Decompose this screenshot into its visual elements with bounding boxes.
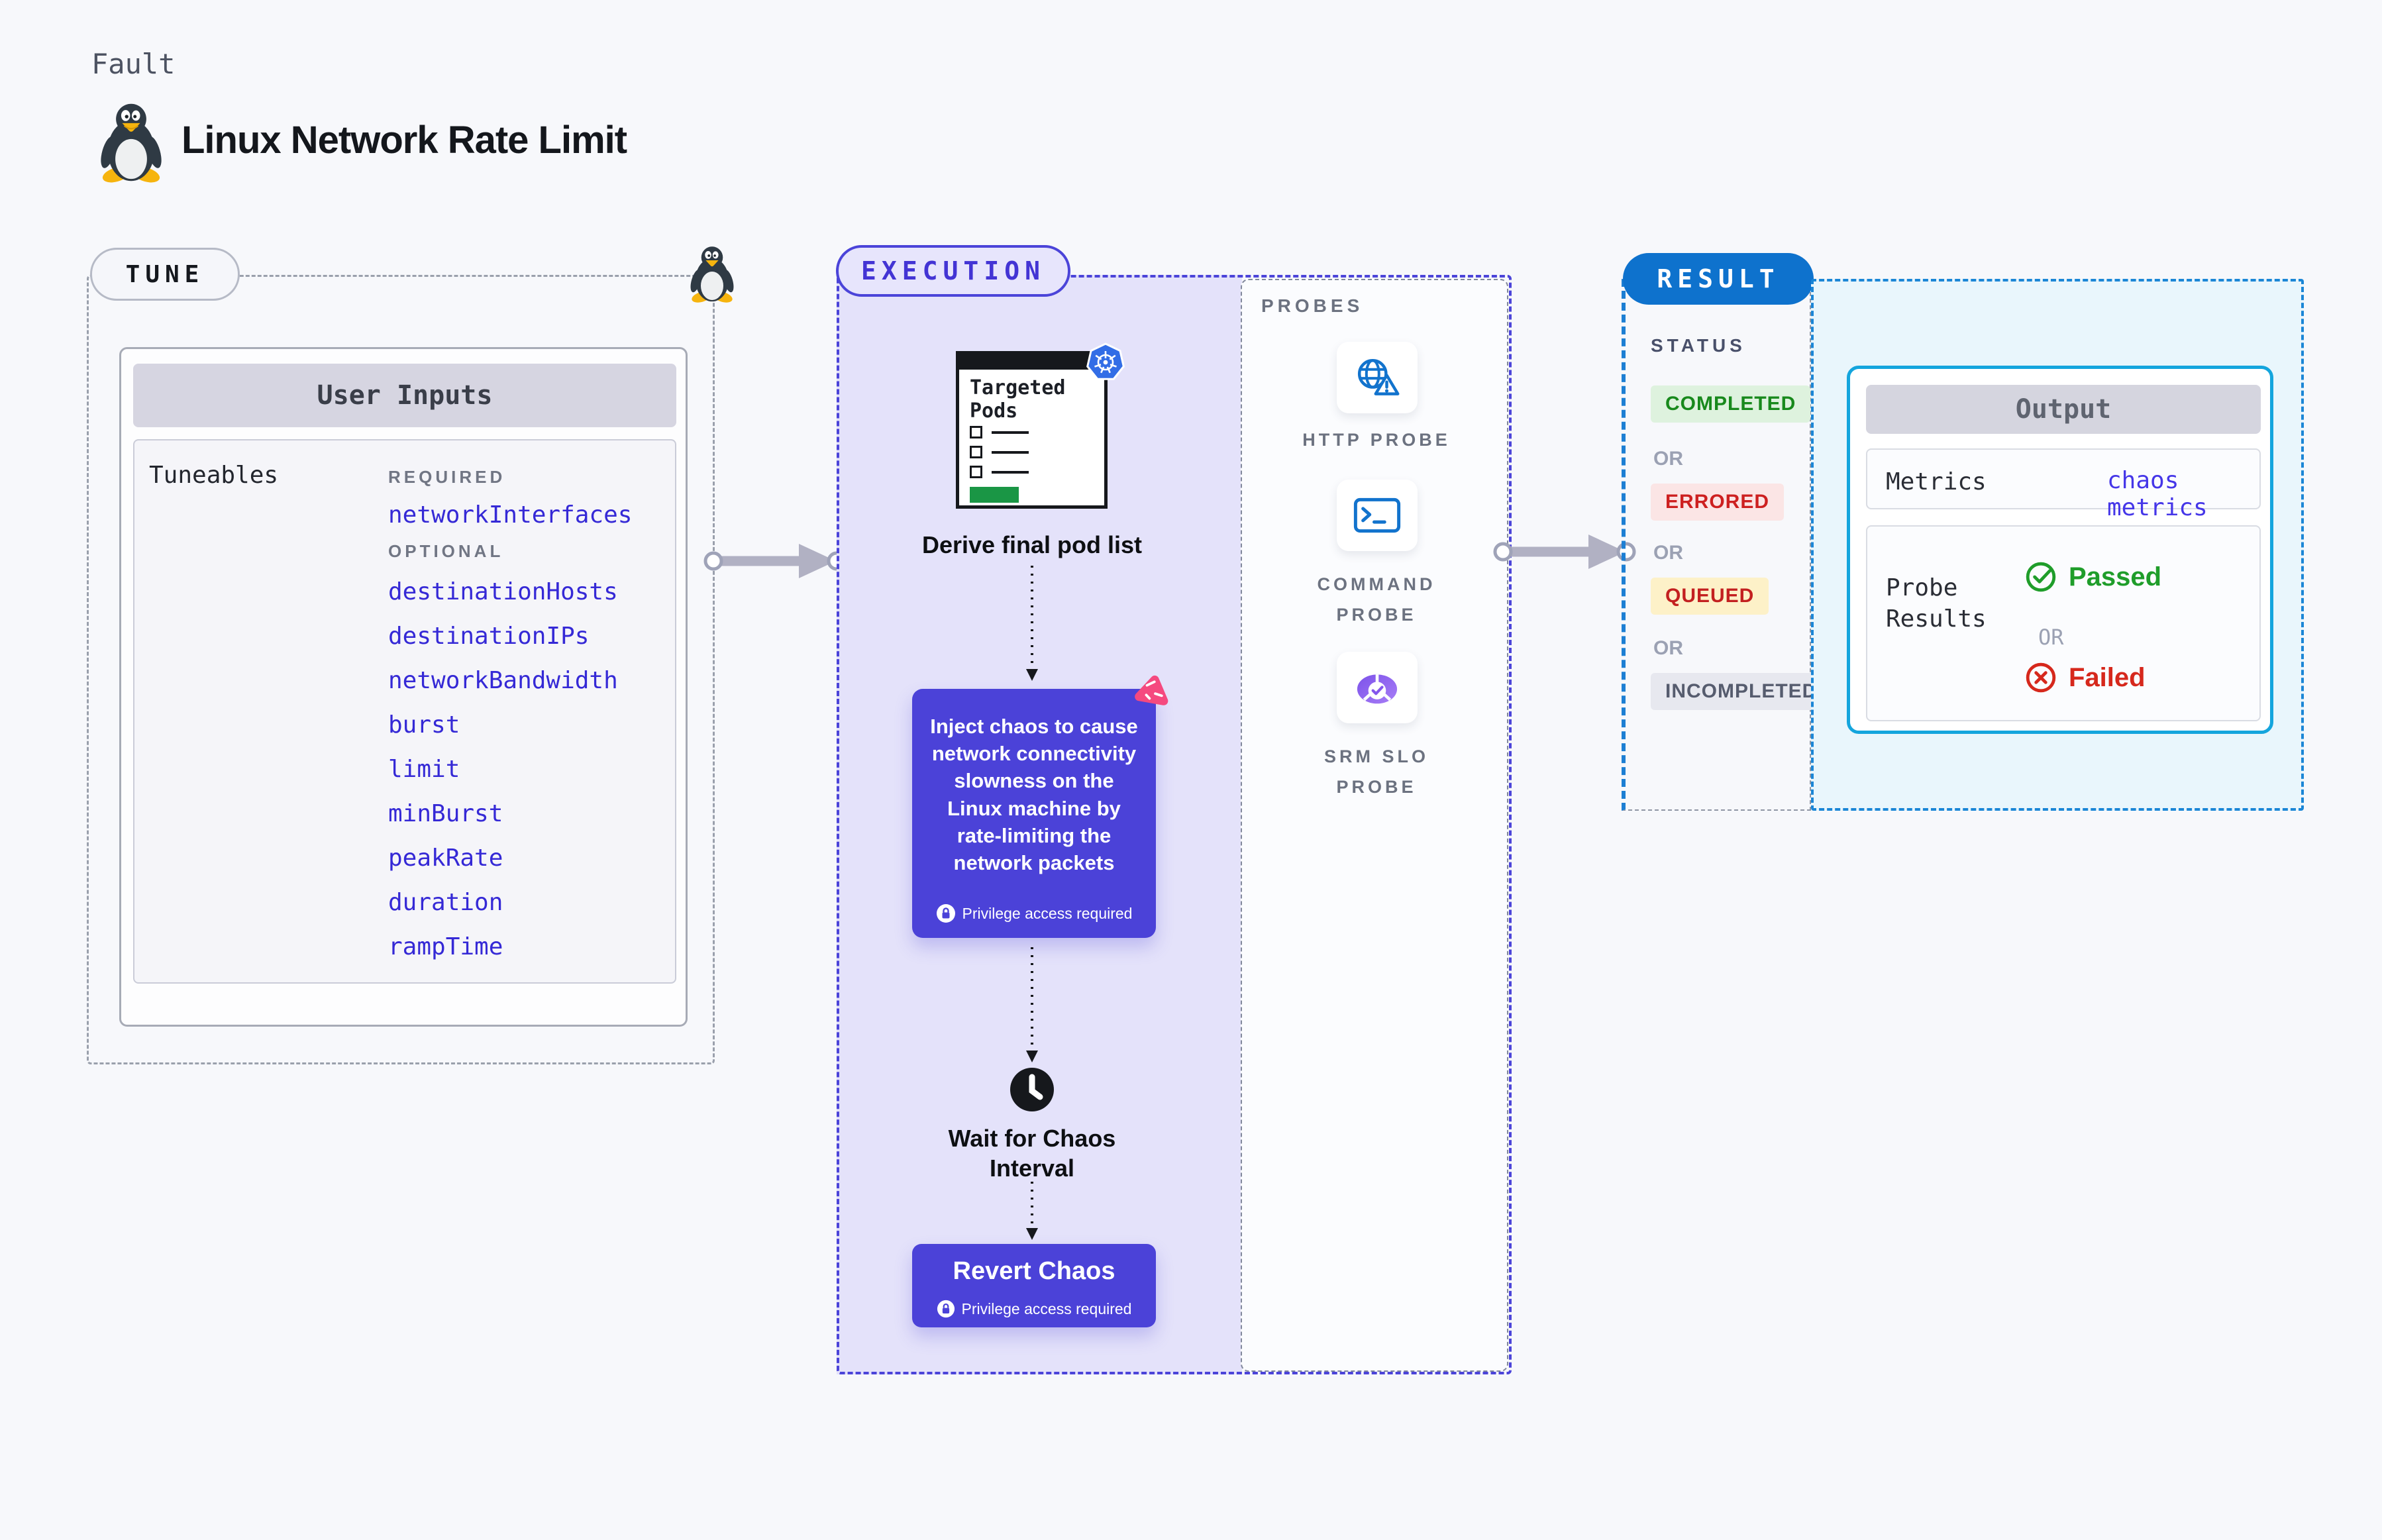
- tuneable-item: networkBandwidth: [388, 667, 618, 694]
- tune-pill-label: TUNE: [125, 260, 205, 288]
- dotted-arrow-icon: [1026, 566, 1038, 681]
- pod-list-row: [970, 446, 1029, 458]
- tune-section-box: [87, 275, 715, 1064]
- checkbox-icon: [970, 446, 982, 458]
- pod-list-row: [970, 466, 1029, 478]
- probe-caption: HTTP PROBE: [1302, 430, 1451, 450]
- or-separator: OR: [1653, 637, 1683, 659]
- linux-tux-icon-small: [690, 246, 734, 303]
- lock-icon: [936, 904, 955, 923]
- list-line: [992, 450, 1029, 454]
- tuneable-item: burst: [388, 711, 460, 739]
- command-probe-icon: [1353, 497, 1401, 533]
- inject-chaos-text: Inject chaos to cause network connectivi…: [930, 715, 1138, 875]
- arrow-probes-to-result-icon: [1493, 535, 1636, 569]
- metrics-value: chaos metrics: [2107, 467, 2208, 521]
- privilege-note: Privilege access required: [961, 1300, 1132, 1317]
- dotted-arrow-icon: [1026, 1182, 1038, 1240]
- failed-row: Failed: [2025, 662, 2146, 693]
- clock-icon: [1010, 1068, 1054, 1111]
- status-label: STATUS: [1651, 335, 1746, 356]
- http-probe-icon: [1357, 359, 1400, 395]
- execution-section-box: [837, 275, 1512, 1374]
- tuneables-box: Tuneables REQUIRED networkInterfaces OPT…: [133, 439, 676, 984]
- revert-chaos-text: Revert Chaos: [953, 1257, 1115, 1285]
- status-badge-errored: ERRORED: [1651, 484, 1785, 521]
- result-status-box: [1622, 279, 1811, 811]
- result-pill: RESULT: [1623, 253, 1814, 305]
- derive-pod-list-step: Derive final pod list: [921, 531, 1143, 558]
- checkbox-icon: [970, 466, 982, 478]
- output-header: Output: [1866, 385, 2261, 434]
- tuneable-item: rampTime: [388, 933, 503, 960]
- failed-label: Failed: [2069, 662, 2146, 692]
- execution-pill-label: EXECUTION: [861, 256, 1045, 285]
- user-inputs-header: User Inputs: [133, 364, 676, 427]
- privilege-note: Privilege access required: [962, 904, 1133, 922]
- status-badge-completed: COMPLETED: [1651, 385, 1811, 423]
- tuneables-label: Tuneables: [149, 462, 279, 489]
- output-card: Output Metrics chaos metrics Probe Resul…: [1847, 366, 2273, 734]
- required-section-label: REQUIRED: [388, 467, 506, 487]
- dotted-arrow-icon: [1026, 947, 1038, 1062]
- probe-caption: SRM SLO PROBE: [1323, 746, 1429, 797]
- page-title: Linux Network Rate Limit: [181, 119, 627, 162]
- targeted-pods-titlebar: [956, 351, 1108, 370]
- tuneable-item: networkInterfaces: [388, 501, 633, 529]
- pod-list-row: [970, 426, 1029, 438]
- tuneable-item: destinationHosts: [388, 578, 618, 605]
- passed-label: Passed: [2069, 562, 2162, 591]
- probe-caption: COMMAND PROBE: [1317, 574, 1436, 625]
- green-bar: [970, 487, 1019, 503]
- list-line: [992, 470, 1029, 474]
- status-badge-queued: QUEUED: [1651, 578, 1769, 615]
- command-probe-card: [1337, 480, 1418, 551]
- checkbox-icon: [970, 426, 982, 438]
- probes-panel: [1241, 279, 1508, 1372]
- status-badge-incompleted: INCOMPLETED: [1651, 673, 1832, 710]
- http-probe-card: [1337, 342, 1418, 413]
- privilege-note-row: Privilege access required: [912, 903, 1156, 923]
- tuneable-item: minBurst: [388, 800, 503, 827]
- srm-slo-probe-icon: [1357, 673, 1398, 704]
- wait-chaos-step: Wait for Chaos Interval: [948, 1125, 1116, 1182]
- passed-icon: [2026, 562, 2056, 592]
- kubernetes-icon: [1086, 342, 1125, 380]
- passed-row: Passed: [2025, 561, 2161, 593]
- privilege-note-row: Privilege access required: [912, 1300, 1156, 1318]
- arrow-tune-to-execution-icon: [703, 544, 847, 578]
- or-separator: OR: [2038, 625, 2064, 650]
- tuneable-item: destinationIPs: [388, 623, 590, 650]
- tuneable-item: limit: [388, 756, 460, 783]
- fault-kind-label: Fault: [91, 48, 176, 80]
- lock-icon: [937, 1300, 955, 1318]
- targeted-pods-title: Targeted Pods: [970, 376, 1066, 423]
- srm-slo-probe-card: [1337, 652, 1418, 723]
- metrics-label: Metrics: [1886, 468, 1987, 495]
- list-line: [992, 431, 1029, 434]
- user-inputs-card: User Inputs Tuneables REQUIRED networkIn…: [119, 347, 688, 1027]
- inject-chaos-card: Inject chaos to cause network connectivi…: [912, 675, 1168, 938]
- result-pill-label: RESULT: [1657, 264, 1780, 293]
- or-separator: OR: [1653, 448, 1683, 470]
- chaos-icon: [1135, 675, 1168, 705]
- targeted-pods-card: Targeted Pods: [956, 342, 1125, 509]
- metrics-row: Metrics chaos metrics: [1866, 448, 2261, 521]
- probe-results-row: Probe Results Passed OR Failed: [1866, 525, 2261, 721]
- linux-tux-icon: [101, 103, 162, 183]
- revert-chaos-card: Revert Chaos Privilege access required: [912, 1244, 1156, 1327]
- tune-pill: TUNE: [90, 248, 240, 301]
- failed-icon: [2026, 662, 2056, 693]
- probes-panel-label: PROBES: [1261, 295, 1364, 316]
- tuneable-item: duration: [388, 889, 503, 916]
- tuneable-item: peakRate: [388, 845, 503, 872]
- optional-section-label: OPTIONAL: [388, 541, 504, 561]
- execution-pill: EXECUTION: [836, 245, 1070, 297]
- probe-results-label: Probe Results: [1886, 574, 1987, 633]
- or-separator: OR: [1653, 542, 1683, 564]
